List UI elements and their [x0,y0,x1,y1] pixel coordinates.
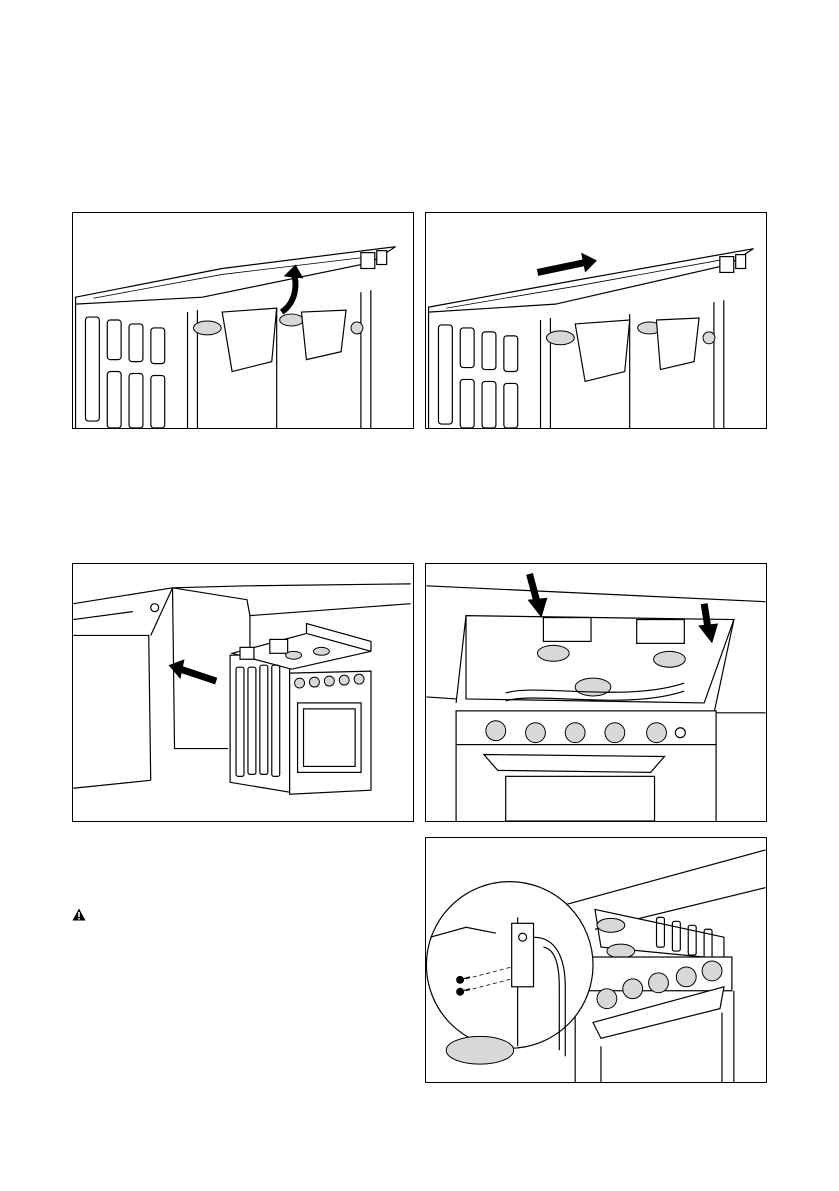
burner [280,314,304,326]
burner [537,645,569,661]
figure-lift-cooktop [72,212,414,429]
burner-bracket [270,639,288,653]
left-arrow-icon [180,669,216,681]
hinge [720,257,734,273]
side-panel [438,325,517,428]
burner-bracket [222,308,276,371]
hinge [377,251,387,265]
straight-arrow-icon [538,263,586,273]
burner [193,321,221,335]
burner [607,944,635,958]
hinge [361,253,375,269]
burner [654,651,686,667]
gas-outlet [151,604,159,612]
burner [597,918,625,932]
figure-connection-points [425,563,767,822]
side-panel [85,317,164,428]
illustration-slide-cooktop [426,213,766,428]
burner-bracket [240,647,254,659]
magnifier-inset-icon [426,882,593,1065]
burner-bracket [656,318,699,370]
burner-bracket [543,618,591,642]
figure-secure-bracket [425,837,767,1083]
hinge [736,255,746,269]
burner-bracket [301,310,346,360]
oven-handle [484,755,665,773]
burner-bracket [575,320,629,381]
burner [575,678,611,696]
figure-slide-range-into-cabinet [72,563,414,822]
figure-slide-cooktop [425,212,767,429]
cooktop-lid [76,247,396,304]
oven-door [506,776,655,821]
valve-fitting [351,322,363,334]
burner-bracket [637,620,685,644]
illustration-connection-points [426,564,766,821]
range-front [290,671,371,794]
illustration-slide-range [73,564,413,821]
warning-triangle-icon [72,908,86,921]
illustration-lift-cooktop [73,213,413,428]
valve-fitting [703,332,715,344]
illustration-secure-bracket [426,838,766,1082]
burner [546,331,574,345]
